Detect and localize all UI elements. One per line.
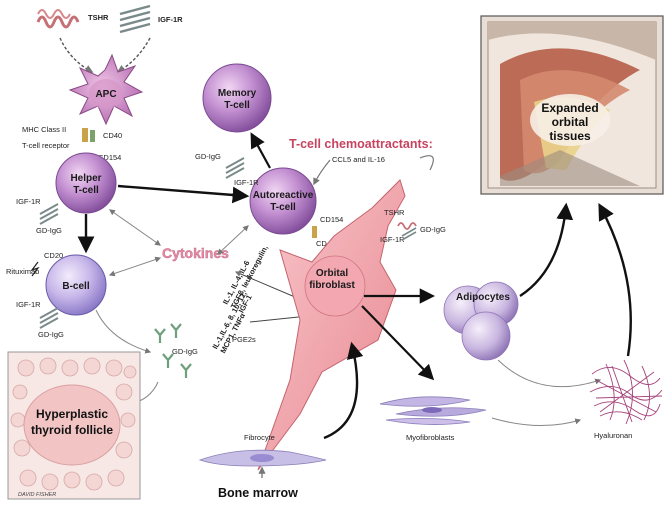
tshr-label-fib: TSHR	[384, 208, 405, 217]
igf1r-label: IGF-1R	[158, 15, 183, 24]
cd40-label-auto: CD40	[316, 239, 335, 248]
myofibroblasts-label: Myofibroblasts	[406, 433, 455, 442]
autoreactive-label-2: T-cell	[270, 202, 296, 213]
memory-label-1: Memory	[218, 88, 257, 99]
memory-label-2: T-cell	[224, 100, 250, 111]
thyroid-follicle-panel: Hyperplastic thyroid follicle DAVID FISH…	[7, 351, 141, 500]
hyaluronan-mesh: Hyaluronan	[589, 359, 663, 440]
igf1r-receptor: IGF-1R	[119, 4, 183, 34]
bcell-label: B-cell	[62, 281, 89, 292]
igf1r-label-helper: IGF-1R	[16, 197, 41, 206]
thyroid-label-1: Hyperplastic	[36, 407, 108, 421]
orbit-label-1: Expanded	[541, 101, 598, 115]
orbit-label-2: orbital	[552, 115, 589, 129]
chemo-title: T-cell chemoattractants:	[289, 137, 433, 151]
igf1r-label-auto: IGF-1R	[234, 178, 259, 187]
cd154-label-auto: CD154	[320, 215, 343, 224]
autoreactive-label-1: Autoreactive	[253, 190, 314, 201]
b-cell: B-cell	[45, 254, 107, 316]
cd20-label: CD20	[44, 251, 63, 260]
autoreactive-t-cell: Autoreactive T-cell	[249, 167, 317, 235]
gdigg-label-auto: GD-IgG	[195, 152, 221, 161]
memory-t-cell: Memory T-cell	[202, 63, 272, 133]
thyroid-label-2: thyroid follicle	[31, 423, 113, 437]
cytokines-upper-list: IL-1, IL-4, IL-6 TGFβ, leukoregulin, IGF…	[221, 244, 270, 315]
bone-marrow-label: Bone marrow	[218, 486, 298, 500]
gdigg-label-free: GD-IgG	[172, 347, 198, 356]
tcr-label: T-cell receptor	[22, 141, 70, 150]
igf1r-label-fib: IGF-1R	[380, 235, 405, 244]
gdigg-label-bcell: GD-IgG	[38, 330, 64, 339]
orbital-fibroblast: Orbital fibroblast	[257, 179, 406, 471]
gdigg-antibodies: GD-IgG	[154, 323, 198, 378]
cd154-label-helper: CD154	[98, 153, 121, 162]
cytokines-title: Cytokines	[162, 245, 229, 261]
hyaluronan-label: Hyaluronan	[594, 431, 632, 440]
cd40-label-apc: CD40	[103, 131, 122, 140]
fibroblast-label-2: fibroblast	[309, 280, 355, 291]
helper-label-1: Helper	[70, 173, 101, 184]
tshr-receptor: TSHR	[36, 9, 109, 29]
signature: DAVID FISHER	[18, 492, 56, 498]
gdigg-label-helper: GD-IgG	[36, 226, 62, 235]
tshr-label: TSHR	[88, 13, 109, 22]
fibroblast-label-1: Orbital	[316, 268, 348, 279]
apc-cell: APC	[68, 53, 144, 126]
orbit-label-3: tissues	[549, 129, 591, 143]
chemo-sub: CCL5 and IL-16	[332, 155, 385, 164]
adipocytes-label: Adipocytes	[456, 292, 510, 303]
rituximab-label: Rituximab	[6, 267, 39, 276]
fibrocyte-cell: Fibrocyte	[198, 433, 327, 467]
helper-label-2: T-cell	[73, 185, 99, 196]
pge-label: PGE2s	[232, 335, 256, 344]
gdigg-label-fib: GD-IgG	[420, 225, 446, 234]
mhc-label: MHC Class II	[22, 125, 66, 134]
apc-label: APC	[95, 89, 116, 100]
orbital-tissues-panel: Expanded orbital tissues	[480, 15, 664, 195]
fibrocyte-label: Fibrocyte	[244, 433, 275, 442]
igf1r-label-bcell: IGF-1R	[16, 300, 41, 309]
myofibroblasts-cells: Myofibroblasts	[379, 396, 487, 442]
helper-t-cell: Helper T-cell	[55, 152, 117, 214]
adipocytes-cluster: Adipocytes	[443, 281, 519, 361]
